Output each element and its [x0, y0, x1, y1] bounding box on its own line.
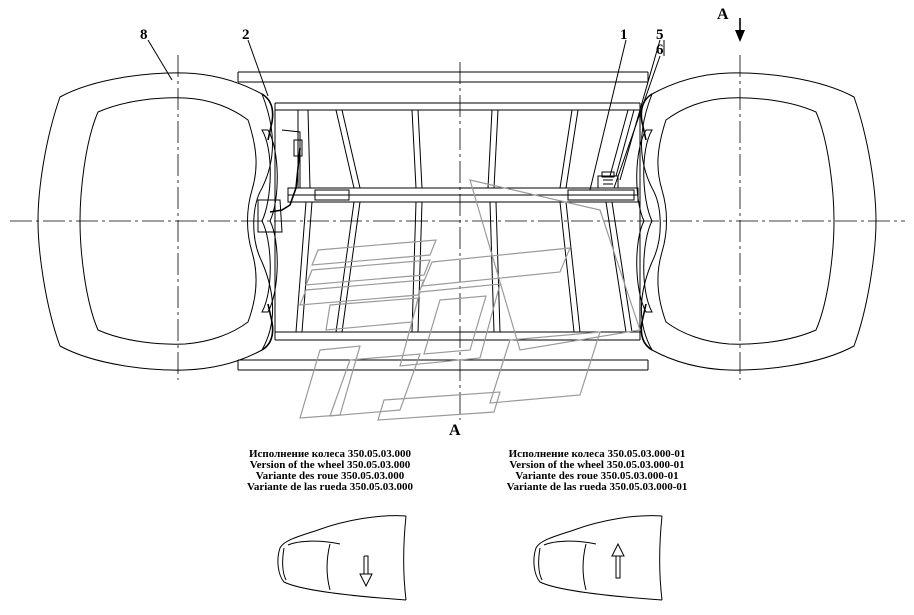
view-label-top: A — [717, 6, 729, 23]
view-arrow-a — [735, 18, 745, 42]
view-label-bottom: A — [449, 422, 461, 439]
caption-left-line-2: Version of the wheel 350.05.03.000 — [250, 459, 411, 471]
callout-2: 2 — [242, 27, 250, 43]
callout-1: 1 — [620, 27, 628, 43]
caption-right-line-3: Variante des roue 350.05.03.000-01 — [515, 470, 678, 482]
caption-left-line-1: Исполнение колеса 350.05.03.000 — [249, 448, 412, 460]
rim — [237, 71, 653, 371]
caption-right-line-4: Variante de las rueda 350.05.03.000-01 — [507, 481, 688, 493]
leader-lines — [147, 39, 665, 191]
ghost-watermark-logo — [299, 179, 641, 421]
caption-left-line-3: Variante des roue 350.05.03.000 — [256, 470, 405, 482]
caption-right: Исполнение колеса 350.05.03.000-01 Versi… — [507, 448, 688, 493]
left-tire — [37, 72, 273, 371]
callout-6: 6 — [656, 42, 664, 58]
caption-right-line-2: Version of the wheel 350.05.03.000-01 — [509, 459, 684, 471]
right-tire — [641, 72, 877, 371]
caption-left-line-4: Variante de las rueda 350.05.03.000 — [247, 481, 414, 493]
tread-rotation-arrow-up-icon — [611, 542, 625, 579]
tread-sketch-left — [277, 515, 407, 601]
axle-shaft — [257, 109, 639, 233]
tread-sketch-right — [533, 515, 663, 601]
tread-rotation-arrow-down-icon — [359, 555, 373, 588]
caption-right-line-1: Исполнение колеса 350.05.03.000-01 — [509, 448, 686, 460]
callout-8: 8 — [140, 27, 148, 43]
caption-left: Исполнение колеса 350.05.03.000 Version … — [247, 448, 414, 493]
callout-5: 5 — [656, 27, 664, 43]
